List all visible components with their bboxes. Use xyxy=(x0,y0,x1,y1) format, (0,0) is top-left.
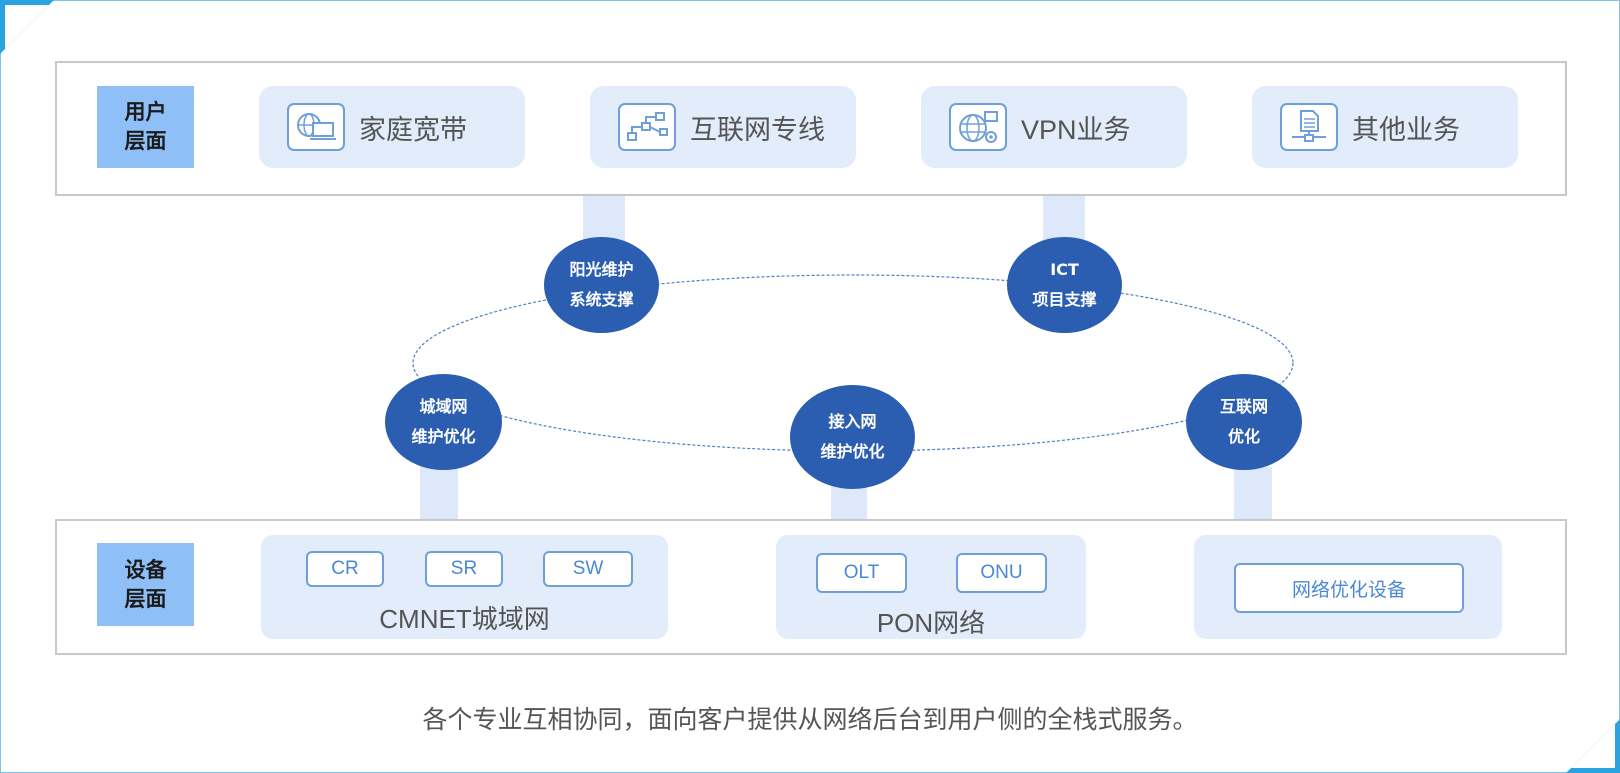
device-chip-olt[interactable]: OLT xyxy=(816,553,907,593)
corner-cut-bottom-right xyxy=(1571,724,1615,768)
service-label: 其他业务 xyxy=(1352,114,1460,145)
service-card-other[interactable]: 其他业务 xyxy=(1252,86,1518,168)
device-group-optimization: 网络优化设备 xyxy=(1194,535,1502,639)
connector-metro-to-device xyxy=(420,465,458,521)
device-group-title: CMNET城域网 xyxy=(379,604,550,634)
service-label: 家庭宽带 xyxy=(359,114,467,145)
broadband-globe-icon xyxy=(287,103,345,151)
node-internet-optimization[interactable]: 互联网 优化 xyxy=(1186,374,1302,470)
connector-user-to-ict xyxy=(1043,192,1085,242)
device-chip-sr[interactable]: SR xyxy=(425,551,503,587)
network-topology-icon xyxy=(618,103,676,151)
document-network-icon xyxy=(1280,103,1338,151)
user-layer-label: 用户 层面 xyxy=(97,86,194,168)
service-label: VPN业务 xyxy=(1021,114,1131,145)
vpn-globe-gear-icon xyxy=(949,103,1007,151)
device-group-pon: OLT ONU PON网络 xyxy=(776,535,1086,639)
service-card-dedicated-line[interactable]: 互联网专线 xyxy=(590,86,856,168)
service-card-home-broadband[interactable]: 家庭宽带 xyxy=(259,86,525,168)
service-label: 互联网专线 xyxy=(690,114,825,145)
corner-cut-top-left xyxy=(5,5,49,49)
summary-caption: 各个专业互相协同，面向客户提供从网络后台到用户侧的全栈式服务。 xyxy=(422,706,1198,734)
service-card-vpn[interactable]: VPN业务 xyxy=(921,86,1187,168)
device-chip-sw[interactable]: SW xyxy=(543,551,633,587)
device-group-title: PON网络 xyxy=(876,608,986,638)
node-metro-maintenance[interactable]: 城域网 维护优化 xyxy=(385,374,502,470)
node-access-maintenance[interactable]: 接入网 维护优化 xyxy=(790,385,915,489)
device-chip-onu[interactable]: ONU xyxy=(956,553,1047,593)
device-layer-label: 设备 层面 xyxy=(97,543,194,626)
device-chip-network-optimization[interactable]: 网络优化设备 xyxy=(1234,563,1464,613)
node-sunlight-maintenance[interactable]: 阳光维护 系统支撑 xyxy=(544,237,659,333)
device-group-cmnet: CR SR SW CMNET城域网 xyxy=(261,535,668,639)
connector-user-to-sunlight xyxy=(583,192,625,244)
node-ict-support[interactable]: ICT 项目支撑 xyxy=(1007,237,1122,333)
device-chip-cr[interactable]: CR xyxy=(306,551,384,587)
connector-internet-to-device xyxy=(1234,467,1272,521)
